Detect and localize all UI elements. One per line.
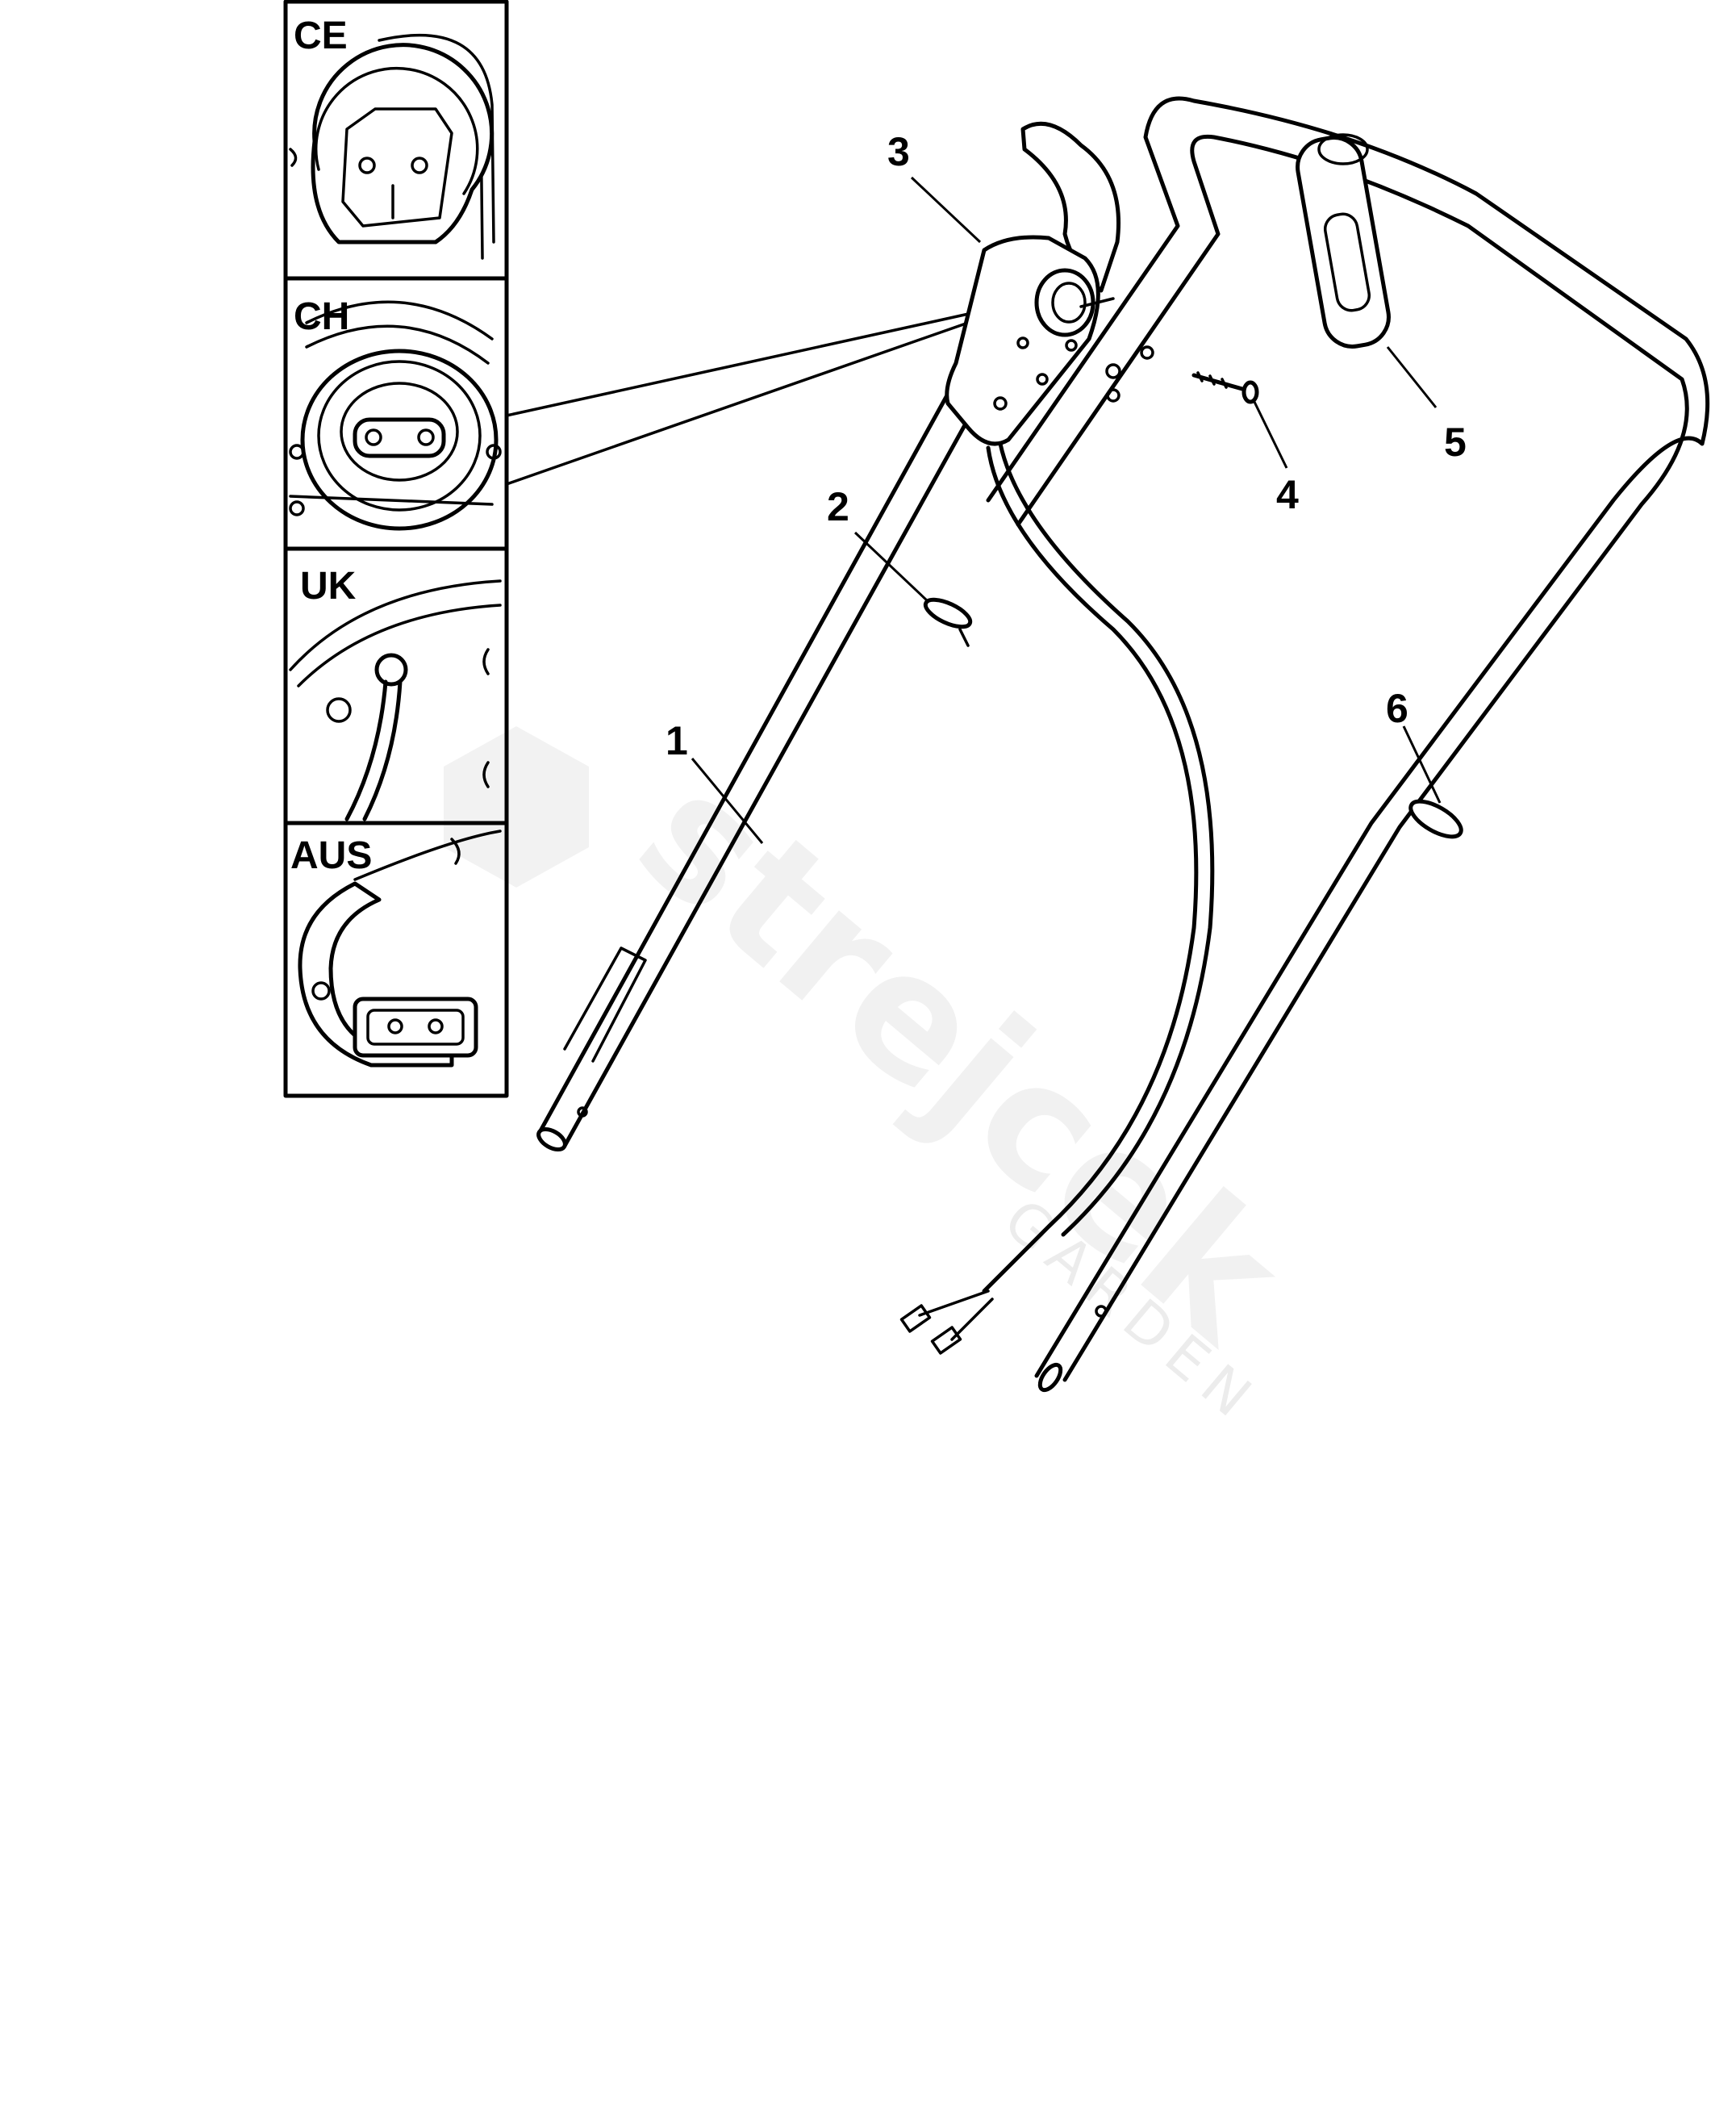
socket-variants-inset: CE CH UK <box>283 0 509 1098</box>
socket-ch <box>289 300 502 531</box>
part-handle-upper <box>986 96 1710 1393</box>
inset-leader <box>505 311 974 486</box>
callout-3: 3 <box>887 129 910 174</box>
region-label-uk: UK <box>300 565 357 608</box>
socket-ce <box>289 33 495 260</box>
socket-aus <box>298 830 502 1068</box>
callout-1: 1 <box>666 718 688 763</box>
region-label-ch: CH <box>294 295 349 338</box>
part-screw <box>1191 371 1259 404</box>
part-lower-tube-left <box>536 377 988 1151</box>
region-label-ce: CE <box>294 15 348 57</box>
watermark-logo-icon <box>444 726 589 888</box>
callout-leaders <box>691 176 1442 844</box>
part-switch-box <box>899 121 1215 1355</box>
watermark: strejcek GARDEN <box>444 726 1320 1437</box>
callout-6: 6 <box>1386 686 1408 731</box>
callout-2: 2 <box>827 484 849 529</box>
callout-5: 5 <box>1444 420 1467 465</box>
region-label-aus: AUS <box>290 834 372 877</box>
callout-4: 4 <box>1276 472 1299 517</box>
part-cable-clip <box>923 597 973 647</box>
socket-uk <box>289 579 502 821</box>
part-cable-hook <box>1296 133 1391 349</box>
